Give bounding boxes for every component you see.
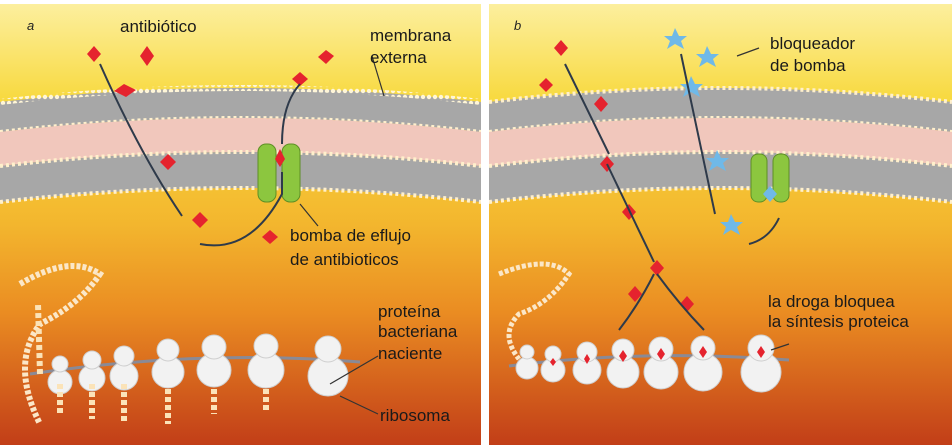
panel-a-illustration [0,4,481,445]
outer-membrane-label-1: membrana [370,26,451,46]
panel-b-illustration [489,4,952,445]
pump-blocker-label-1: bloqueador [770,34,855,54]
nascent-protein-label-1: proteína [378,302,440,322]
panel-b-letter: b [514,18,521,33]
nascent-protein-label-3: naciente [378,344,442,364]
antibiotic-label: antibiótico [120,17,197,37]
synthesis-block-label-2: la síntesis proteica [768,312,909,332]
pump-blocker-label-2: de bomba [770,56,846,76]
efflux-pump-label-1: bomba de eflujo [290,226,411,246]
efflux-pump-label-2: de antibioticos [290,250,399,270]
outer-membrane-label-2: externa [370,48,427,68]
panel-b: b bloqueador de bomba la droga bloquea l… [489,4,952,445]
panel-a: a antibiótico membrana externa bomba de … [0,4,481,445]
ribosome-label: ribosoma [380,406,450,426]
synthesis-block-label-1: la droga bloquea [768,292,895,312]
nascent-protein-label-2: bacteriana [378,322,457,342]
panel-a-letter: a [27,18,34,33]
